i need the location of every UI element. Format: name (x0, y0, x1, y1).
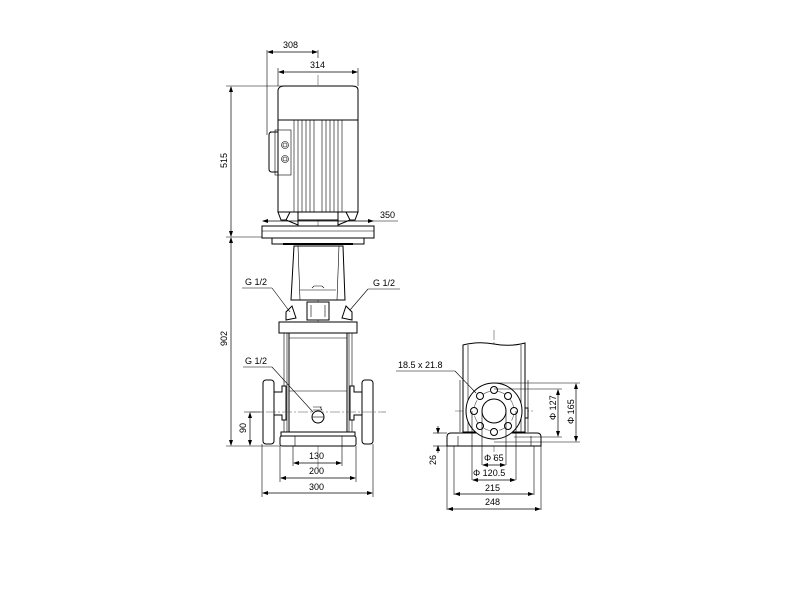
callout-drain: G 1/2 (243, 356, 314, 413)
dim-label: 130 (309, 451, 324, 461)
coupling-housing (285, 245, 353, 321)
dim-phi-127: Φ 127 (494, 388, 562, 438)
dim-314: 314 (277, 60, 359, 86)
svg-text:Φ 165: Φ 165 (566, 399, 576, 424)
svg-text:G 1/2: G 1/2 (245, 356, 267, 366)
dim-label: 300 (309, 482, 324, 492)
dim-label: 314 (310, 60, 325, 70)
svg-text:248: 248 (485, 497, 500, 507)
dim-308: 308 (266, 40, 319, 135)
drain-plug (311, 406, 325, 424)
side-view: 308 314 515 350 902 (219, 40, 400, 497)
dim-phi-65: Φ 65 (481, 411, 507, 467)
svg-text:18.5 x 21.8: 18.5 x 21.8 (398, 360, 443, 370)
dim-200: 200 (279, 446, 357, 482)
dim-902: 902 (219, 237, 280, 447)
dim-phi-120-5: Φ 120.5 (471, 411, 517, 482)
svg-text:26: 26 (428, 455, 438, 465)
motor-stool (261, 211, 375, 245)
dim-350: 350 (262, 210, 398, 223)
svg-text:Φ 127: Φ 127 (548, 395, 558, 420)
dim-label: 200 (309, 466, 324, 476)
dim-130: 130 (292, 446, 343, 466)
dim-26: 26 (428, 426, 447, 465)
bolt-holes (470, 386, 518, 436)
dim-label: 515 (219, 153, 229, 168)
dim-label: 350 (380, 210, 395, 220)
dim-label: 308 (283, 40, 298, 50)
dim-248: 248 (446, 446, 542, 511)
bore (481, 398, 507, 424)
motor (268, 85, 359, 221)
callout-vent-right: G 1/2 (349, 278, 400, 311)
dim-18-5x21-8: 18.5 x 21.8 (396, 360, 477, 394)
dim-phi-165: Φ 165 (494, 382, 580, 443)
dim-300: 300 (261, 444, 374, 497)
svg-text:Φ 65: Φ 65 (484, 453, 504, 463)
port-flanges (250, 379, 386, 445)
base (279, 431, 357, 447)
dim-215: 215 (453, 446, 535, 496)
dim-90: 90 (238, 411, 262, 446)
svg-text:G 1/2: G 1/2 (245, 277, 267, 287)
svg-text:Φ 120.5: Φ 120.5 (473, 468, 505, 478)
svg-text:G 1/2: G 1/2 (373, 278, 395, 288)
svg-text:215: 215 (485, 483, 500, 493)
dim-label: 90 (238, 423, 248, 433)
callout-vent-left: G 1/2 (242, 277, 291, 313)
dim-label: 902 (219, 331, 229, 346)
pump-head (278, 321, 358, 334)
end-view: 18.5 x 21.8 Φ 127 Φ 165 26 Φ 65 (396, 330, 580, 511)
